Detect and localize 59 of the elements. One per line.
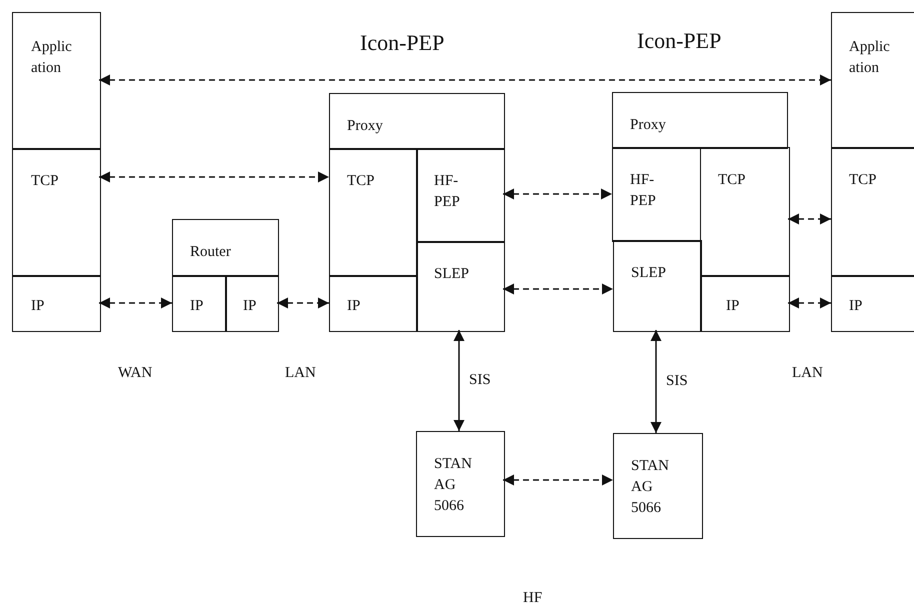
- arrow: [503, 188, 612, 200]
- protocol-layer-box: [329, 93, 504, 150]
- network-label: LAN: [285, 364, 316, 382]
- protocol-layer-box: [12, 12, 100, 150]
- protocol-layer-box: [416, 431, 504, 536]
- network-label: HF: [523, 589, 542, 606]
- protocol-layer-box: [329, 148, 418, 276]
- protocol-layer-box: [613, 240, 702, 332]
- layer-name: IP: [726, 297, 740, 316]
- group-heading: Icon-PEP: [637, 28, 722, 54]
- arrow: [503, 284, 613, 294]
- layer-name: IP: [347, 297, 362, 316]
- arrow: [503, 474, 613, 486]
- protocol-layer-box: [416, 148, 504, 242]
- protocol-layer-box: [329, 275, 418, 332]
- arrow: [277, 298, 329, 308]
- layer-name: TCP: [31, 172, 60, 191]
- arrow: [99, 298, 172, 308]
- protocol-layer-box: [172, 275, 226, 332]
- layer-name: IP: [31, 297, 46, 316]
- arrow: [650, 330, 662, 433]
- protocol-layer-box: [831, 275, 914, 332]
- layer-name: STAN AG 5066: [631, 457, 670, 518]
- arrow: [99, 172, 329, 182]
- network-label: LAN: [792, 364, 823, 382]
- layer-name: STAN AG 5066: [434, 455, 473, 516]
- layer-name: Router: [190, 243, 232, 262]
- protocol-layer-box: [12, 148, 100, 276]
- layer-name: IP: [849, 297, 864, 316]
- protocol-layer-box: [12, 275, 100, 332]
- protocol-layer-box: [416, 241, 504, 332]
- protocol-layer-box: [612, 92, 788, 148]
- protocol-layer-box: [700, 147, 790, 276]
- layer-name: Applic ation: [849, 38, 891, 78]
- layer-name: HF- PEP: [434, 172, 461, 212]
- layer-name: Applic ation: [31, 38, 73, 78]
- protocol-layer-box: [700, 275, 790, 332]
- arrow: [788, 214, 831, 224]
- network-label: WAN: [118, 364, 152, 382]
- layer-name: IP: [243, 297, 258, 316]
- arrow: [99, 74, 831, 86]
- layer-name: SLEP: [631, 264, 668, 283]
- protocol-layer-box: [613, 433, 702, 538]
- layer-name: TCP: [849, 171, 878, 190]
- protocol-layer-box: [172, 219, 278, 276]
- protocol-layer-box: [831, 147, 914, 276]
- layer-name: Proxy: [630, 116, 667, 135]
- protocol-layer-box: [831, 12, 914, 148]
- layer-name: HF- PEP: [630, 171, 657, 211]
- protocol-layer-box: [225, 275, 278, 332]
- protocol-layer-box: [612, 147, 700, 242]
- layer-name: SLEP: [434, 265, 470, 284]
- layer-name: TCP: [718, 171, 747, 190]
- group-heading: Icon-PEP: [360, 30, 444, 56]
- layer-name: IP: [190, 297, 204, 316]
- layer-name: Proxy: [347, 117, 384, 136]
- arrow: [454, 330, 464, 431]
- layer-name: TCP: [347, 172, 376, 191]
- arrow: [788, 298, 831, 308]
